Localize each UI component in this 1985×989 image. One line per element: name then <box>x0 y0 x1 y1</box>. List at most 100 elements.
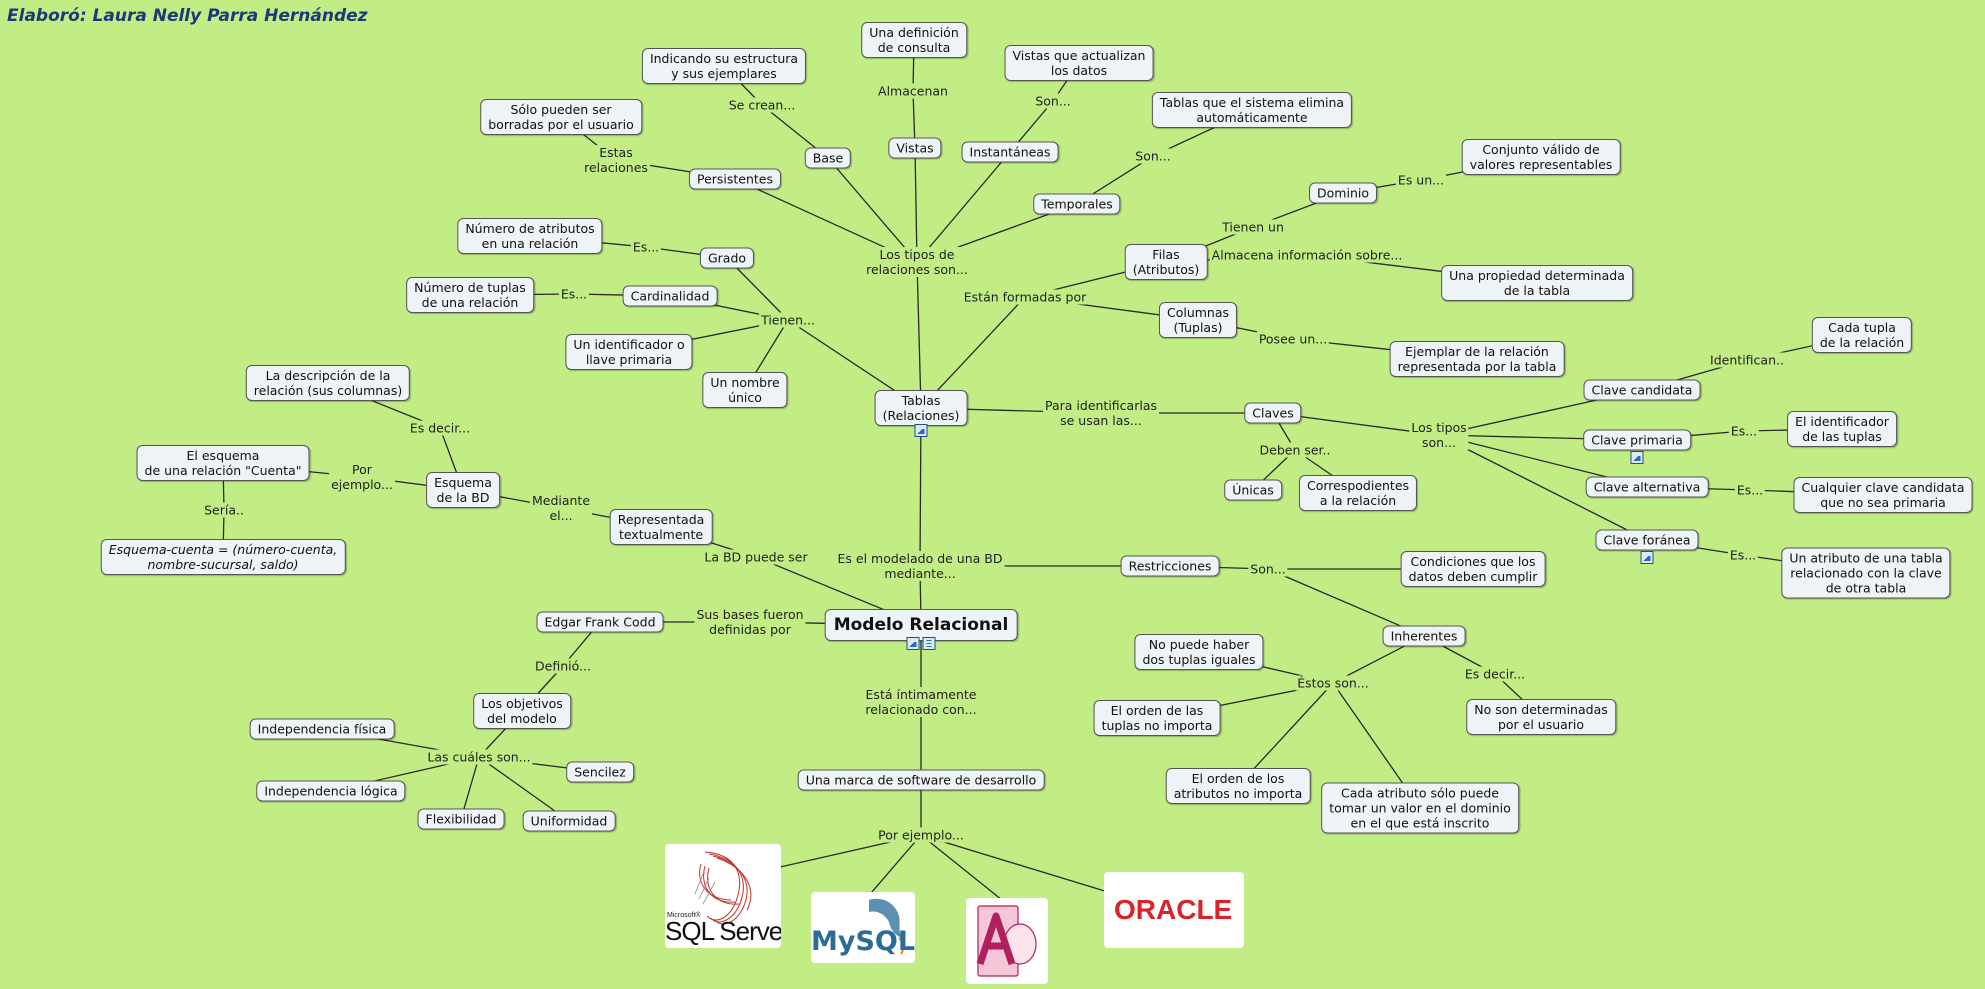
dolphin-icon <box>869 898 905 955</box>
concept-condiciones[interactable]: Condiciones que los datos deben cumplir <box>1400 551 1546 587</box>
concept-no-dos-tuplas[interactable]: No puede haber dos tuplas iguales <box>1134 634 1264 670</box>
concept-edgar-frank-codd[interactable]: Edgar Frank Codd <box>536 611 664 633</box>
concept-tablas-elimina[interactable]: Tablas que el sistema elimina automática… <box>1151 92 1353 128</box>
link-deben-ser: Deben ser.. <box>1257 442 1333 458</box>
concept-claves[interactable]: Claves <box>1244 402 1302 424</box>
link-son-restricciones: Son... <box>1248 561 1288 577</box>
concept-esquema-bd[interactable]: Esquema de la BD <box>426 472 500 508</box>
link-seria: Sería.. <box>202 502 246 518</box>
concept-restricciones[interactable]: Restricciones <box>1120 555 1220 577</box>
concept-columnas[interactable]: Columnas (Tuplas) <box>1158 302 1238 338</box>
concept-orden-atributos[interactable]: El orden de los atributos no importa <box>1165 768 1311 804</box>
root-attachments[interactable] <box>906 637 936 650</box>
concept-atributo-tabla[interactable]: Un atributo de una tabla relacionado con… <box>1781 547 1951 599</box>
edge-los_tipos-instantaneas <box>916 151 1011 263</box>
concept-orden-tuplas[interactable]: El orden de las tuplas no importa <box>1093 700 1221 736</box>
concept-temporales[interactable]: Temporales <box>1033 193 1121 215</box>
edge-los_tipos_son-clave_foranea <box>1438 434 1648 541</box>
concept-solo-borradas[interactable]: Sólo pueden ser borradas por el usuario <box>480 99 642 135</box>
concept-definicion-consulta[interactable]: Una definición de consulta <box>861 22 967 58</box>
concept-no-determinadas[interactable]: No son determinadas por el usuario <box>1466 699 1616 735</box>
concept-flexibilidad[interactable]: Flexibilidad <box>417 808 505 830</box>
concept-correspondientes[interactable]: Correspodientes a la relación <box>1298 475 1418 511</box>
image-attachment-icon[interactable] <box>1640 551 1654 564</box>
concept-clave-foranea[interactable]: Clave foránea <box>1595 529 1699 551</box>
concept-dominio[interactable]: Dominio <box>1309 182 1377 204</box>
concept-clave-primaria[interactable]: Clave primaria <box>1583 429 1691 451</box>
image-attachment-icon[interactable] <box>1630 451 1644 464</box>
concept-conjunto-valido[interactable]: Conjunto válido de valores representable… <box>1461 139 1621 175</box>
concept-filas[interactable]: Filas (Atributos) <box>1124 244 1208 280</box>
concept-vistas[interactable]: Vistas <box>888 137 942 159</box>
concept-tablas[interactable]: Tablas (Relaciones) <box>874 390 968 426</box>
link-los-tipos: Los tipos de relaciones son... <box>864 247 970 277</box>
concept-indicando-estructura[interactable]: Indicando su estructura y sus ejemplares <box>641 48 807 84</box>
tablas-attachment[interactable] <box>914 424 928 437</box>
concept-objetivos[interactable]: Los objetivos del modelo <box>473 693 571 729</box>
concept-persistentes[interactable]: Persistentes <box>688 168 782 190</box>
concept-ejemplar-relacion[interactable]: Ejemplar de la relación representada por… <box>1389 341 1565 377</box>
concept-cardinalidad[interactable]: Cardinalidad <box>622 285 718 307</box>
link-es-foranea: Es... <box>1727 547 1759 563</box>
concept-clave-alternativa[interactable]: Clave alternativa <box>1585 476 1709 498</box>
clave-primaria-attachment[interactable] <box>1630 451 1644 464</box>
link-intimamente: Está íntimamente relacionado con... <box>863 687 979 717</box>
edge-las_cuales-uniformidad <box>478 756 570 822</box>
link-almacenan: Almacenan <box>876 83 950 99</box>
concept-sencillez[interactable]: Sencilez <box>566 761 634 783</box>
link-por-ejemplo-software: Por ejemplo... <box>876 827 966 843</box>
concept-cada-tupla[interactable]: Cada tupla de la relación <box>1811 317 1913 353</box>
concept-identificador-llave[interactable]: Un identificador o llave primaria <box>565 334 693 370</box>
link-tienen-un: Tienen un <box>1220 219 1286 235</box>
concept-marca-software[interactable]: Una marca de software de desarrollo <box>797 769 1045 791</box>
concept-grado[interactable]: Grado <box>699 247 755 269</box>
link-se-crean: Se crean... <box>726 97 798 113</box>
link-las-cuales: Las cuáles son... <box>425 749 533 765</box>
edge-tablas-estan_formadas <box>920 296 1026 409</box>
link-estas-relaciones: Estas relaciones <box>582 145 650 175</box>
edge-tablas-los_tipos <box>916 261 922 409</box>
root-modelo-relacional[interactable]: Modelo Relacional <box>824 609 1018 641</box>
concept-cada-atributo[interactable]: Cada atributo sólo puede tomar un valor … <box>1321 782 1519 834</box>
clave-foranea-attachment[interactable] <box>1640 551 1654 564</box>
link-los-tipos-son: Los tipos son... <box>1409 420 1469 450</box>
concept-base[interactable]: Base <box>804 147 852 169</box>
edge-por-ejemplo-access <box>920 834 1008 905</box>
concept-unicas[interactable]: Únicas <box>1224 479 1282 501</box>
edge-por-ejemplo-oracle <box>920 834 1109 893</box>
concept-propiedad-tabla[interactable]: Una propiedad determinada de la tabla <box>1441 265 1633 301</box>
concept-num-tuplas[interactable]: Número de tuplas de una relación <box>406 277 534 313</box>
link-es-alternativa: Es... <box>1734 482 1766 498</box>
oracle-logo[interactable]: ORACLE <box>1104 872 1244 948</box>
concept-inherentes[interactable]: Inherentes <box>1382 625 1466 647</box>
concept-desc-relacion[interactable]: La descripción de la relación (sus colum… <box>245 365 411 401</box>
concept-esquema-formula[interactable]: Esquema-cuenta = (número-cuenta, nombre-… <box>100 539 346 575</box>
concept-uniformidad[interactable]: Uniformidad <box>522 810 616 832</box>
link-por-ejemplo-esquema: Por ejemplo... <box>329 462 395 492</box>
sql-server-label: SQL Server <box>665 916 781 946</box>
concept-clave-candidata[interactable]: Clave candidata <box>1583 379 1701 401</box>
image-attachment-icon[interactable] <box>906 637 920 650</box>
concept-independencia-fisica[interactable]: Independencia física <box>249 718 395 740</box>
concept-esquema-cuenta[interactable]: El esquema de una relación "Cuenta" <box>136 445 310 481</box>
document-attachment-icon[interactable] <box>922 637 936 650</box>
concept-representada[interactable]: Representada textualmente <box>609 509 713 545</box>
concept-cualquier-clave[interactable]: Cualquier clave candidata que no sea pri… <box>1793 477 1973 513</box>
concept-instantaneas[interactable]: Instantáneas <box>961 141 1059 163</box>
concept-nombre-unico[interactable]: Un nombre único <box>702 372 788 408</box>
link-posee-un: Posee un... <box>1256 331 1330 347</box>
mysql-logo[interactable]: MySQL <box>811 892 915 963</box>
concept-vistas-actualizan[interactable]: Vistas que actualizan los datos <box>1004 45 1154 81</box>
link-es-un: Es un... <box>1395 172 1447 188</box>
access-logo[interactable] <box>966 898 1048 984</box>
concept-num-atributos[interactable]: Número de atributos en una relación <box>457 218 603 254</box>
image-attachment-icon[interactable] <box>914 424 928 437</box>
edge-los_tipos-vistas <box>914 147 918 263</box>
link-sus-bases: Sus bases fueron definidas por <box>694 607 806 637</box>
link-es-el-modelado: Es el modelado de una BD mediante... <box>835 551 1005 581</box>
concept-independencia-logica[interactable]: Independencia lógica <box>256 780 406 802</box>
link-son-temporales: Son... <box>1133 148 1173 164</box>
link-para-identificarlas: Para identificarlas se usan las... <box>1043 398 1159 428</box>
concept-identificador-tuplas[interactable]: El identificador de las tuplas <box>1787 411 1897 447</box>
sql-server-logo[interactable]: Microsoft® SQL Server <box>665 844 781 948</box>
